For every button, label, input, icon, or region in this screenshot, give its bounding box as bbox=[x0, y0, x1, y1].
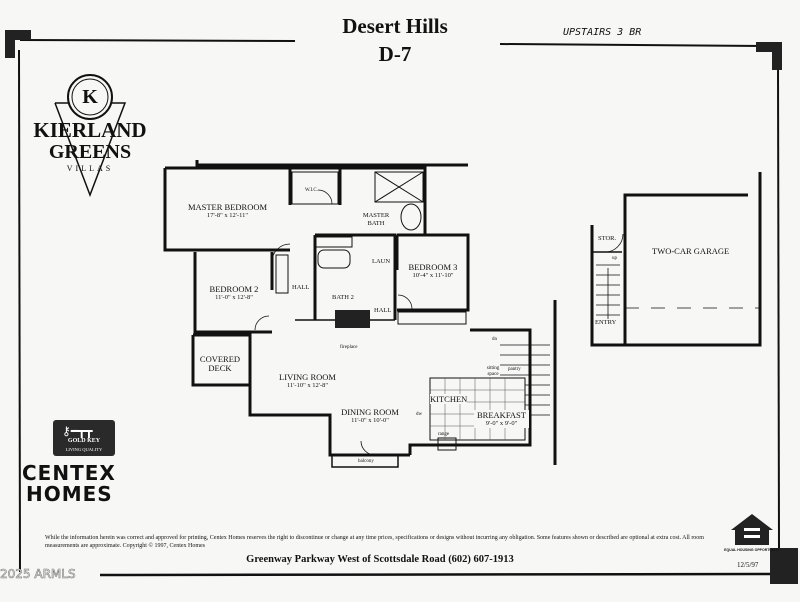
sitting-space-label: sitting space bbox=[486, 366, 500, 377]
room-laundry: LAUN bbox=[372, 258, 391, 265]
key-icon: ⚷━┳┳ bbox=[62, 424, 93, 438]
room-name: MASTER BEDROOM bbox=[187, 202, 268, 212]
logo-monogram: K bbox=[82, 86, 98, 108]
room-dimensions: 9'-0" x 9'-0" bbox=[485, 420, 518, 427]
garage-walls bbox=[590, 172, 762, 347]
page-border bbox=[18, 39, 780, 577]
handwritten-note: UPSTAIRS 3 BR bbox=[563, 27, 642, 38]
room-name: BEDROOM 3 bbox=[408, 262, 458, 272]
room-name: LIVING ROOM bbox=[279, 372, 336, 382]
room-covered-deck: COVERED DECK bbox=[199, 354, 241, 373]
address-phone: Greenway Parkway West of Scottsdale Road… bbox=[246, 554, 514, 565]
dishwasher-label: dw bbox=[416, 412, 423, 417]
gold-key-line2: LIVING QUALITY bbox=[65, 447, 103, 452]
room-name: BREAKFAST bbox=[477, 410, 526, 420]
walls bbox=[163, 160, 557, 468]
logo-line3: VILLAS bbox=[66, 164, 114, 173]
room-dimensions: 10'-4" x 11'-10" bbox=[412, 272, 454, 279]
room-two-car-garage: TWO-CAR GARAGE bbox=[652, 246, 730, 256]
room-dimensions: 11'-0" x 12'-8" bbox=[215, 294, 253, 301]
room-kitchen: KITCHEN bbox=[430, 394, 468, 404]
room-dimensions: 17'-8" x 12'-11" bbox=[207, 212, 248, 219]
corner-ornament bbox=[5, 30, 798, 584]
room-name: BEDROOM 2 bbox=[209, 284, 259, 294]
logo-line1: KIERLAND bbox=[33, 118, 147, 142]
disclaimer: While the information herein was correct… bbox=[45, 535, 704, 549]
stairs-up-label: up bbox=[612, 256, 617, 261]
watermark: 2025 ARMLS bbox=[0, 567, 76, 582]
builder-line1: CENTEX bbox=[22, 461, 116, 485]
equal-housing-icon bbox=[731, 514, 773, 545]
room-master-bath: MASTER BATH bbox=[362, 212, 390, 227]
stairs-down-label: dn bbox=[492, 337, 497, 342]
stairs bbox=[500, 344, 550, 416]
page-title: Desert Hills bbox=[342, 14, 448, 38]
balcony-label: balcony bbox=[358, 459, 374, 464]
room-storage: STOR. bbox=[598, 235, 617, 242]
room-wic: W.I.C. bbox=[305, 188, 319, 193]
room-hall-lower: HALL bbox=[374, 307, 392, 314]
fireplace-label: fireplace bbox=[340, 345, 358, 350]
logo-line2: GREENS bbox=[48, 141, 132, 163]
kierland-logo bbox=[54, 74, 127, 198]
closet-shelving bbox=[275, 171, 526, 451]
range-label: range bbox=[438, 432, 450, 437]
tile-grid bbox=[430, 378, 525, 440]
garage-stairs bbox=[596, 264, 620, 320]
equal-housing-label: EQUAL HOUSING OPPORTUNITY bbox=[724, 548, 780, 552]
room-name: DINING ROOM bbox=[341, 407, 399, 417]
gold-key-badge bbox=[53, 420, 115, 456]
pantry-label: pantry bbox=[508, 367, 521, 372]
model-number: D-7 bbox=[378, 42, 412, 66]
builder-line2: HOMES bbox=[26, 482, 113, 506]
room-dimensions: 11'-10" x 12'-8" bbox=[287, 382, 328, 389]
room-entry: ENTRY bbox=[595, 319, 617, 327]
room-bath-2: BATH 2 bbox=[332, 294, 354, 301]
room-dimensions: 11'-0" x 10'-0" bbox=[351, 417, 389, 424]
print-date: 12/5/97 bbox=[737, 561, 759, 569]
gold-key-line1: GOLD KEY bbox=[67, 438, 101, 444]
room-hall-upper: HALL bbox=[292, 284, 310, 291]
